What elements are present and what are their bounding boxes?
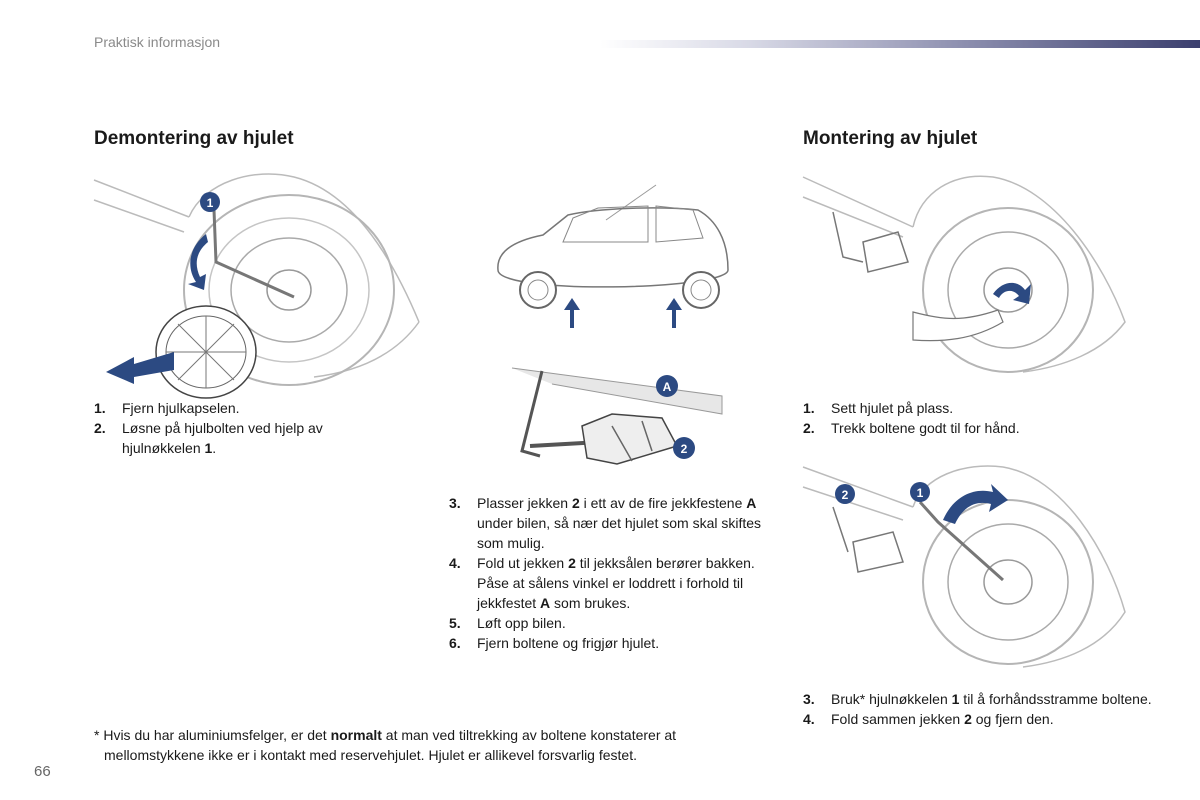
step-number: 1. — [803, 400, 815, 416]
step-text: Fjern boltene og frigjør hjulet. — [477, 635, 660, 651]
left-steps: 1. Fjern hjulkapselen. 2. Løsne på hjulb… — [94, 398, 384, 458]
rotate-arrow-icon — [943, 484, 1008, 524]
step-number: 5. — [449, 615, 461, 631]
step-number: 2. — [94, 420, 106, 436]
step-number: 6. — [449, 635, 461, 651]
step-bold: 2 — [571, 495, 580, 511]
step-text: til jekksålen berører bakken. Påse at så… — [477, 555, 755, 611]
step-bold: 2 — [568, 555, 576, 571]
callout-1: 1 — [917, 486, 924, 500]
illustration-jack: A 2 — [511, 367, 723, 465]
middle-steps: 3. Plasser jekken 2 i ett av de fire jek… — [449, 493, 779, 653]
header-gradient-bar — [600, 40, 1200, 48]
footnote-line-2: mellomstykkene ikke er i kontakt med res… — [104, 747, 637, 763]
step-number: 1. — [94, 400, 106, 416]
lift-arrow-icon — [564, 298, 682, 328]
illustration-wheel-tighten: 2 1 — [802, 465, 1126, 668]
step-text: Løsne på hjulbolten ved hjelp av hjulnøk… — [122, 420, 323, 456]
step-text: og fjern den. — [971, 711, 1054, 727]
step-number: 4. — [449, 555, 461, 571]
footnote-line-1: * Hvis du har aluminiumsfelger, er det n… — [94, 725, 774, 745]
step-bold: A — [540, 595, 551, 611]
callout-1: 1 — [207, 196, 214, 210]
list-item: 6. Fjern boltene og frigjør hjulet. — [449, 633, 779, 653]
step-text: Fold ut jekken — [477, 555, 569, 571]
list-item: 2. Løsne på hjulbolten ved hjelp av hjul… — [94, 418, 384, 458]
page-number: 66 — [34, 763, 51, 780]
step-number: 3. — [449, 495, 461, 511]
step-text: Bruk* hjulnøkkelen — [831, 691, 952, 707]
list-item: 5. Løft opp bilen. — [449, 613, 779, 633]
list-item: 4. Fold ut jekken 2 til jekksålen berøre… — [449, 553, 779, 613]
illustration-wheel-mount — [802, 175, 1126, 373]
illustration-car-lift — [497, 184, 729, 328]
step-text: . — [212, 440, 217, 456]
step-text: Sett hjulet på plass. — [831, 400, 954, 416]
step-bold: A — [746, 495, 757, 511]
list-item: 3. Bruk* hjulnøkkelen 1 til å forhåndsst… — [803, 689, 1153, 709]
list-item: 2. Trekk boltene godt til for hånd. — [803, 418, 1123, 438]
callout-2: 2 — [681, 442, 688, 456]
rotate-arrow-icon — [188, 234, 208, 290]
step-text: Fjern hjulkapselen. — [122, 400, 240, 416]
left-title: Demontering av hjulet — [94, 128, 294, 149]
step-text: Plasser jekken — [477, 495, 572, 511]
list-item: 1. Sett hjulet på plass. — [803, 398, 1123, 418]
right-title: Montering av hjulet — [803, 128, 978, 149]
step-text: Trekk boltene godt til for hånd. — [831, 420, 1020, 436]
step-bold: 2 — [964, 711, 972, 727]
list-item: 4. Fold sammen jekken 2 og fjern den. — [803, 709, 1153, 729]
footnote-text: at man ved tiltrekking av boltene konsta… — [381, 727, 677, 743]
step-number: 3. — [803, 691, 815, 707]
step-number: 4. — [803, 711, 815, 727]
list-item: 3. Plasser jekken 2 i ett av de fire jek… — [449, 493, 779, 553]
step-text: under bilen, så nær det hjulet som skal … — [477, 515, 762, 551]
section-label: Praktisk informasjon — [94, 34, 221, 50]
pull-arrow-icon — [106, 352, 174, 384]
step-text: Løft opp bilen. — [477, 615, 566, 631]
step-bold: 1 — [951, 691, 960, 707]
step-text: i ett av de fire jekkfestene — [579, 495, 747, 511]
callout-a: A — [663, 380, 672, 394]
step-number: 2. — [803, 420, 815, 436]
step-text: til å forhåndsstramme boltene. — [959, 691, 1152, 707]
step-text: som brukes. — [550, 595, 631, 611]
footnote: * Hvis du har aluminiumsfelger, er det n… — [94, 725, 774, 765]
callout-2: 2 — [842, 488, 849, 502]
right-steps-top: 1. Sett hjulet på plass. 2. Trekk bolten… — [803, 398, 1123, 438]
list-item: 1. Fjern hjulkapselen. — [94, 398, 384, 418]
footnote-bold: normalt — [330, 727, 382, 743]
step-text: Fold sammen jekken — [831, 711, 965, 727]
right-steps-bottom: 3. Bruk* hjulnøkkelen 1 til å forhåndsst… — [803, 689, 1153, 729]
illustration-wheel-removal: 1 — [93, 173, 420, 399]
step-bold: 1 — [204, 440, 213, 456]
footnote-text: * Hvis du har aluminiumsfelger, er det — [94, 727, 331, 743]
